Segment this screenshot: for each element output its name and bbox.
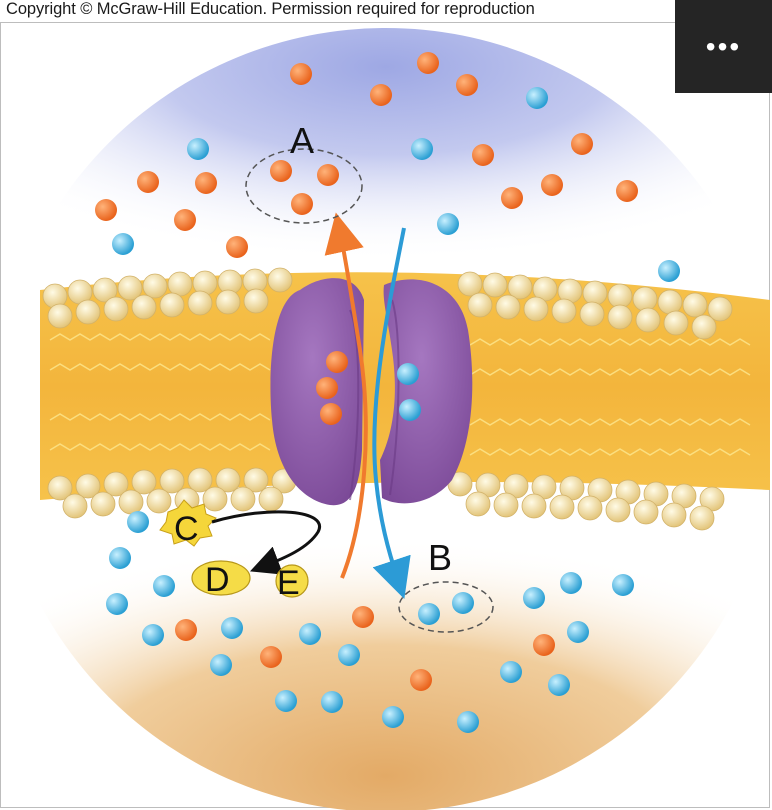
- solute-b-arrow: [372, 227, 411, 599]
- label-c: C: [174, 510, 199, 548]
- label-d: D: [205, 561, 230, 599]
- group-b-outline: [398, 581, 494, 633]
- d-oval-icon: [191, 560, 251, 596]
- extracellular-solutes: [95, 52, 680, 282]
- intracellular-solutes: [106, 511, 634, 733]
- label-e: E: [277, 564, 300, 602]
- label-b: B: [428, 537, 452, 578]
- more-options-button[interactable]: •••: [675, 0, 772, 93]
- label-a: A: [290, 120, 314, 161]
- solute-a-arrow: [324, 212, 368, 579]
- energy-reaction: C D E: [159, 499, 321, 602]
- channel-solutes: [316, 351, 421, 425]
- group-a-outline: [245, 148, 363, 224]
- reaction-arrow: [211, 510, 321, 575]
- copyright-notice: Copyright © McGraw-Hill Education. Permi…: [6, 0, 535, 18]
- c-starburst-icon: [159, 499, 217, 547]
- intracellular-space: [0, 470, 772, 810]
- more-options-icon: •••: [705, 30, 742, 62]
- e-oval-icon: [275, 564, 309, 598]
